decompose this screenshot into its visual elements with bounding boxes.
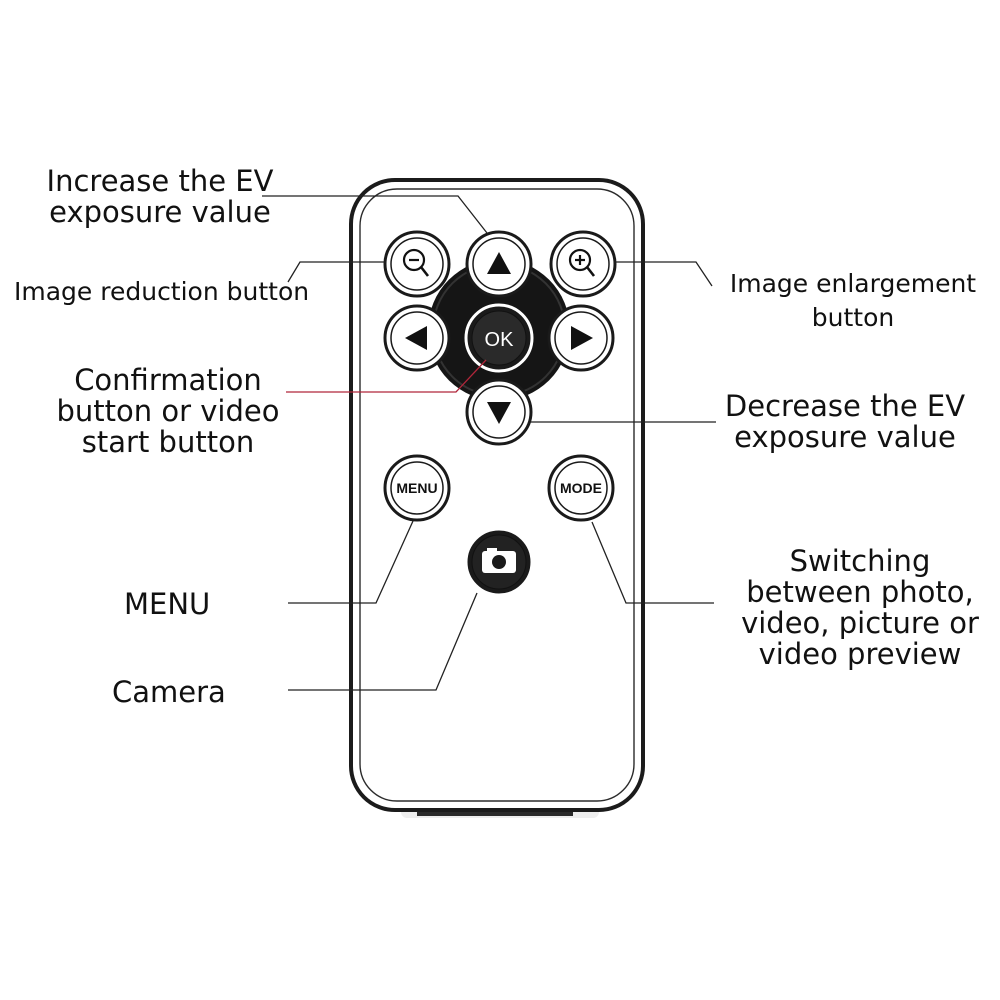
callout-ev-increase-line-1: Increase the EV: [46, 164, 274, 198]
arrow-down-icon: [487, 402, 511, 424]
arrow-up-icon: [487, 252, 511, 274]
callout-zoom-in-line-1: Image enlargement: [729, 269, 977, 298]
callout-mode: Switching between photo, video, picture …: [726, 546, 994, 670]
callout-menu-line-1: MENU: [124, 587, 211, 621]
callout-camera-line-1: Camera: [112, 675, 226, 709]
callout-ev-decrease-line-1: Decrease the EV: [724, 389, 966, 423]
leader-lines: [262, 195, 716, 691]
camera-button[interactable]: [464, 527, 534, 597]
leader-menu: [288, 520, 414, 604]
callout-ev-decrease-line-2: exposure value: [734, 420, 956, 454]
leader-ev-increase: [262, 195, 488, 234]
zoom-in-icon: [568, 248, 596, 277]
mode-button-label: MODE: [560, 480, 602, 496]
callout-ev-increase: Increase the EV exposure value: [40, 166, 280, 228]
callout-menu: MENU: [124, 589, 210, 620]
menu-button[interactable]: MENU: [383, 454, 451, 522]
leader-zoom-in: [614, 261, 713, 287]
right-button[interactable]: [547, 304, 615, 372]
leader-mode: [591, 521, 714, 604]
zoom-out-button[interactable]: [383, 230, 451, 298]
callout-camera: Camera: [112, 677, 226, 708]
camera-icon: [482, 548, 516, 573]
callout-confirm-line-2: button or video: [56, 394, 280, 428]
callout-zoom-in: Image enlargement button: [722, 267, 984, 335]
callout-zoom-out-line-1: Image reduction button: [14, 277, 310, 306]
mode-button[interactable]: MODE: [547, 454, 615, 522]
leader-zoom-out: [287, 261, 386, 283]
ok-button-label: OK: [485, 329, 515, 351]
up-button[interactable]: [465, 230, 533, 298]
menu-button-label: MENU: [396, 480, 437, 496]
callout-confirm: Confirmation button or video start butto…: [50, 365, 286, 458]
zoom-in-button[interactable]: [549, 230, 617, 298]
callout-ev-decrease: Decrease the EV exposure value: [722, 391, 968, 453]
callout-mode-line-3: video, picture or: [741, 606, 979, 640]
zoom-out-icon: [402, 248, 430, 277]
callout-mode-line-2: between photo,: [746, 575, 974, 609]
callout-confirm-line-1: Confirmation: [74, 363, 262, 397]
callout-zoom-out: Image reduction button: [14, 275, 309, 309]
leader-camera: [288, 592, 478, 691]
callout-mode-line-1: Switching: [789, 544, 931, 578]
ok-button[interactable]: OK: [464, 303, 534, 373]
callout-zoom-in-line-2: button: [811, 303, 895, 332]
callout-confirm-line-3: start button: [81, 425, 255, 459]
leader-confirm: [286, 359, 487, 393]
callout-ev-increase-line-2: exposure value: [49, 195, 271, 229]
down-button[interactable]: [465, 378, 533, 446]
arrow-left-icon: [405, 326, 427, 350]
arrow-right-icon: [571, 326, 593, 350]
callout-mode-line-4: video preview: [758, 637, 962, 671]
left-button[interactable]: [383, 304, 451, 372]
